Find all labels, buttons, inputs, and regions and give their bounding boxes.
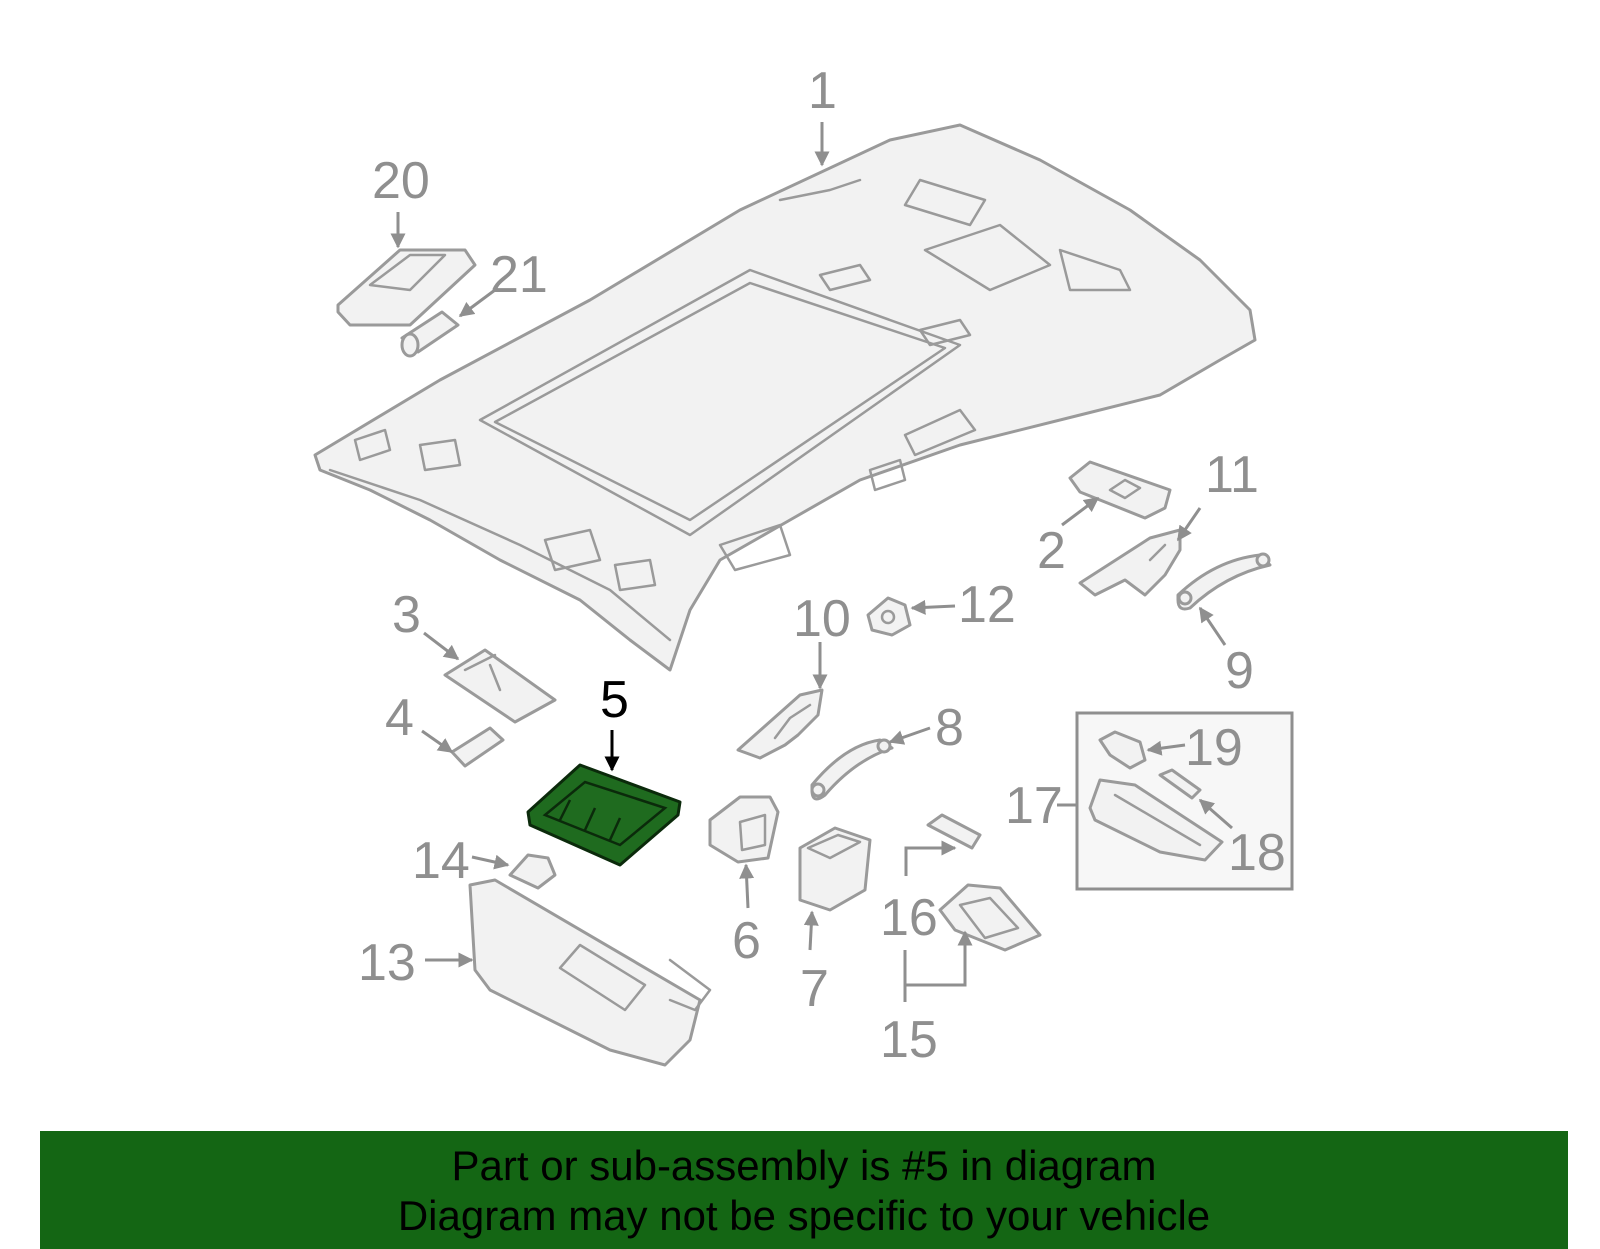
callout-8: 8 <box>935 699 964 757</box>
part-17-lamp-assembly[interactable] <box>1088 778 1224 862</box>
part-4-lens[interactable] <box>450 726 505 768</box>
callout-3: 3 <box>392 586 421 644</box>
callout-18: 18 <box>1228 824 1286 882</box>
callout-15: 15 <box>880 1011 938 1069</box>
part-20-lamp-housing[interactable] <box>336 248 477 327</box>
headliner-part[interactable] <box>313 123 1257 672</box>
callout-10: 10 <box>793 590 851 648</box>
callout-14: 14 <box>412 832 470 890</box>
callout-17: 17 <box>1005 777 1063 835</box>
part-3-bracket[interactable] <box>443 648 557 724</box>
part-15-cargo-lamp[interactable] <box>938 883 1042 952</box>
callout-5: 5 <box>600 671 629 729</box>
part-19-socket[interactable] <box>1098 730 1147 770</box>
callout-20: 20 <box>372 152 430 210</box>
part-6-housing[interactable] <box>708 795 780 864</box>
part-16-bulb[interactable] <box>926 813 982 850</box>
banner-line-part: Part or sub-assembly is #5 in diagram <box>451 1142 1157 1189</box>
part-11-bracket[interactable] <box>1078 528 1182 597</box>
part-14-visor-clip[interactable] <box>508 853 557 890</box>
part-18-bulb[interactable] <box>1158 768 1202 800</box>
part-12-clip[interactable] <box>866 596 912 637</box>
callout-1: 1 <box>808 62 837 120</box>
part-2-cover[interactable] <box>1068 460 1172 520</box>
part-21-bulb[interactable] <box>400 310 460 358</box>
part-7-switch[interactable] <box>798 826 872 912</box>
callout-6: 6 <box>732 912 761 970</box>
callout-4: 4 <box>385 689 414 747</box>
info-banner: Part or sub-assembly is #5 in diagram Di… <box>40 1131 1568 1249</box>
part-9-grab-handle[interactable] <box>1176 552 1272 611</box>
part-8-grab-handle[interactable] <box>810 738 894 801</box>
callout-16: 16 <box>880 889 938 947</box>
banner-line-disclaimer: Diagram may not be specific to your vehi… <box>397 1192 1211 1239</box>
callout-7: 7 <box>800 960 829 1018</box>
callout-13: 13 <box>358 934 416 992</box>
part-13-sun-visor[interactable] <box>468 878 712 1067</box>
callout-19: 19 <box>1185 719 1243 777</box>
callout-12: 12 <box>958 576 1016 634</box>
callout-11: 11 <box>1205 446 1259 504</box>
callout-21: 21 <box>490 246 548 304</box>
callout-9: 9 <box>1225 642 1254 700</box>
part-5-console-highlighted[interactable] <box>526 763 682 867</box>
callout-2: 2 <box>1037 522 1066 580</box>
part-10-bracket[interactable] <box>736 688 824 760</box>
